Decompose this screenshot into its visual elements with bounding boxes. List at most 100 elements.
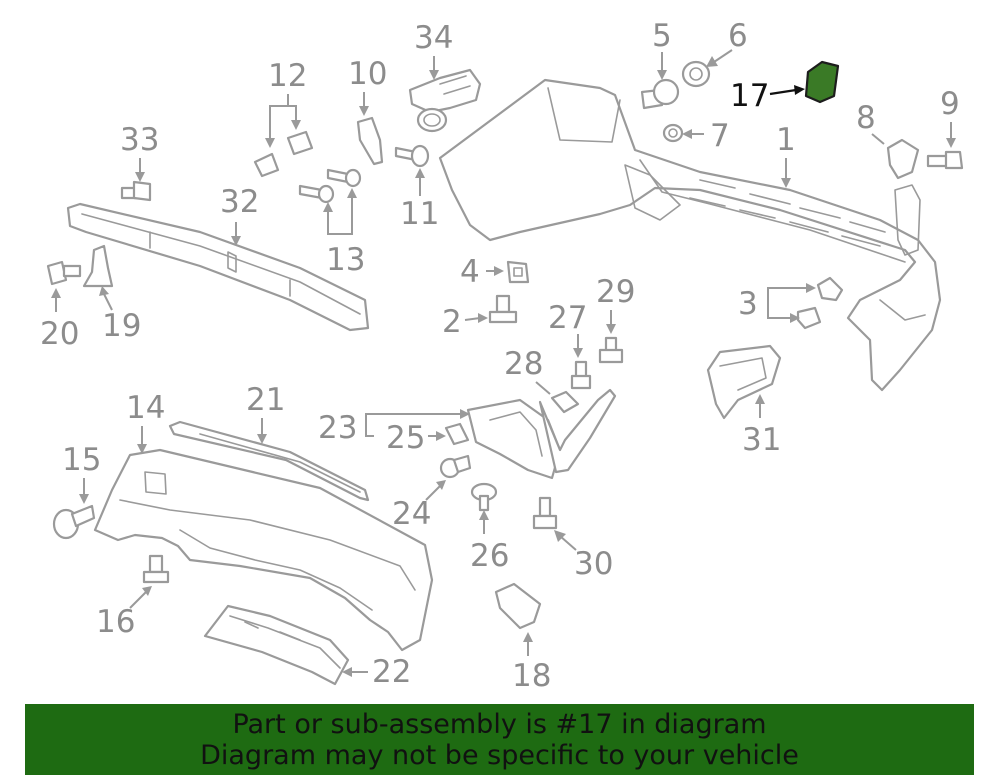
leader-arrow-20 <box>51 288 61 298</box>
leader-arrow-19 <box>99 286 109 296</box>
callout-31: 31 <box>742 422 781 458</box>
leader-arrow-3b <box>790 313 800 323</box>
leader-arrow-32 <box>231 236 241 246</box>
leader-arrow-3a <box>806 283 816 293</box>
callout-2: 2 <box>442 304 462 340</box>
banner-line-2: Diagram may not be specific to your vehi… <box>200 739 799 771</box>
callout-28: 28 <box>504 346 543 382</box>
leader-arrow-22 <box>342 667 352 677</box>
callout-29: 29 <box>596 274 635 310</box>
part-21-trim-strip <box>168 420 370 502</box>
part-15-clip <box>52 504 96 540</box>
callout-16: 16 <box>96 604 135 640</box>
part-18-bracket <box>494 582 542 630</box>
leader-arrow-9 <box>946 138 956 148</box>
part-27-bolt <box>570 360 592 390</box>
part-7-washer <box>662 123 684 143</box>
callout-1: 1 <box>776 122 796 158</box>
leader-arrow-13a <box>347 188 357 198</box>
leader-arrow-6 <box>706 56 718 67</box>
leader-arrow-16 <box>142 586 152 596</box>
callout-32: 32 <box>220 184 259 220</box>
callout-22: 22 <box>372 654 411 690</box>
leader-arrow-1 <box>781 178 791 188</box>
leader-arrow-7 <box>682 129 692 139</box>
leader-arrow-30 <box>554 530 566 542</box>
leader-arrow-4 <box>494 266 504 276</box>
leader-13 <box>327 196 353 235</box>
part-9-bolt <box>926 150 964 170</box>
leader-arrow-17 <box>794 85 805 95</box>
callout-26: 26 <box>470 538 509 574</box>
leader-arrow-34 <box>429 70 439 80</box>
part-22-lower-panel <box>203 604 350 686</box>
leader-arrow-13b <box>323 202 333 212</box>
callout-11: 11 <box>400 196 439 232</box>
callout-21: 21 <box>246 382 285 418</box>
callout-9: 9 <box>940 86 960 122</box>
leader-arrow-12b <box>291 120 301 130</box>
callout-23: 23 <box>318 410 357 446</box>
part-5-clip <box>640 78 680 110</box>
callout-18: 18 <box>512 658 551 694</box>
part-6-grommet <box>681 60 711 88</box>
callout-5: 5 <box>652 18 672 54</box>
callout-14: 14 <box>126 390 165 426</box>
callout-10: 10 <box>348 56 387 92</box>
leader-arrow-10 <box>359 106 369 116</box>
leader-8 <box>871 133 885 145</box>
part-30-bolt <box>532 496 558 530</box>
leader-arrow-24 <box>436 480 446 490</box>
part-12-clips <box>253 130 314 178</box>
callout-27: 27 <box>548 300 587 336</box>
leader-6 <box>713 49 733 63</box>
callout-30: 30 <box>574 546 613 582</box>
callout-20: 20 <box>40 316 79 352</box>
part-2-bolt <box>488 294 518 324</box>
leader-arrow-26 <box>479 510 489 520</box>
leader-arrow-31 <box>755 394 765 404</box>
callout-19: 19 <box>102 308 141 344</box>
leader-16 <box>129 591 147 609</box>
callout-12: 12 <box>268 58 307 94</box>
leader-arrow-25 <box>436 431 446 441</box>
callout-8: 8 <box>856 100 876 136</box>
leader-arrow-21 <box>257 434 267 444</box>
part-14-lower-valance <box>93 448 434 652</box>
part-16-clip <box>142 554 170 584</box>
part-34-parking-sensor <box>408 68 482 133</box>
part-17-highlighted <box>804 60 840 104</box>
leader-arrow-5 <box>657 70 667 80</box>
part-25-clip <box>444 422 470 446</box>
callout-34: 34 <box>414 20 453 56</box>
part-33-bolt <box>120 180 152 202</box>
leader-arrow-33 <box>135 172 145 182</box>
callout-25: 25 <box>386 420 425 456</box>
callout-7: 7 <box>710 118 730 154</box>
part-28-nut <box>550 390 580 414</box>
leader-12 <box>269 94 297 140</box>
part-32-reinforcement-beam <box>66 202 370 332</box>
leader-23 <box>365 413 462 437</box>
leader-arrow-15 <box>79 494 89 504</box>
leader-arrow-2 <box>478 313 488 323</box>
part-20-bolt <box>46 260 82 286</box>
leader-arrow-23 <box>460 409 470 419</box>
parts-diagram: 1 2 3 4 5 6 7 <box>40 18 964 694</box>
callout-33: 33 <box>120 122 159 158</box>
callout-3: 3 <box>738 286 758 322</box>
part-29-bolt <box>598 336 624 364</box>
leader-24 <box>425 485 441 501</box>
part-4-clip <box>506 260 530 284</box>
callout-13: 13 <box>326 242 365 278</box>
leader-2 <box>464 317 481 321</box>
part-19-bracket <box>82 244 114 288</box>
leader-arrow-18 <box>523 632 533 642</box>
callout-24: 24 <box>392 496 431 532</box>
leader-30 <box>559 535 577 551</box>
leader-arrow-29 <box>606 324 616 334</box>
part-31-bracket <box>706 344 782 420</box>
part-26-clip <box>470 482 498 512</box>
leader-19 <box>103 293 113 311</box>
banner-line-1: Part or sub-assembly is #17 in diagram <box>232 708 767 740</box>
